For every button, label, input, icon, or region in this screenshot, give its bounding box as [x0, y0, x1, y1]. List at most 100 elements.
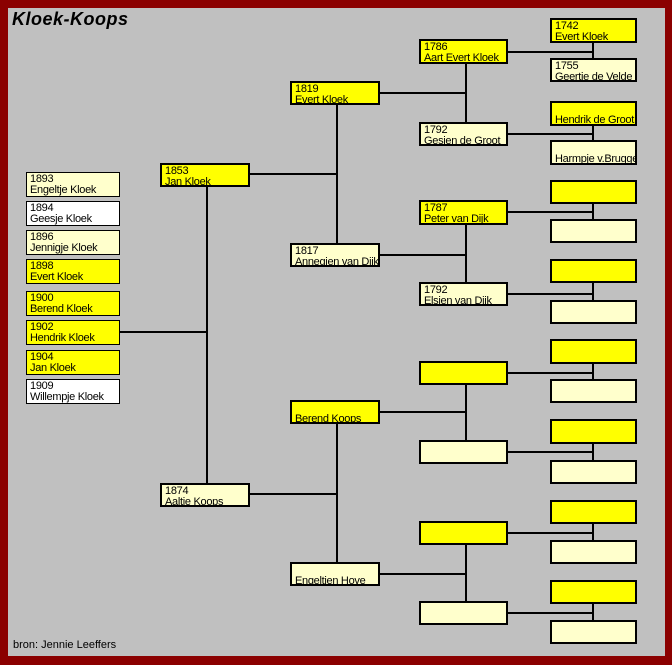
- connector-line-horizontal: [380, 411, 467, 413]
- person-birth-year: [555, 382, 635, 393]
- person-name: [555, 194, 635, 202]
- connector-line-vertical: [592, 283, 594, 300]
- person-birth-year: [555, 342, 635, 353]
- connector-line-horizontal: [508, 451, 594, 453]
- connector-line-horizontal: [250, 173, 338, 175]
- connector-line-horizontal: [380, 92, 467, 94]
- connector-line-vertical: [592, 443, 594, 460]
- person-name: [424, 454, 506, 462]
- person-name: Evert Kloek: [295, 94, 348, 105]
- connector-line-horizontal: [380, 254, 467, 256]
- person-name: [555, 514, 635, 522]
- person-name: Jan Kloek: [165, 176, 211, 187]
- person-name: Hendrik de Groot: [555, 114, 634, 126]
- person-name: Geertje de Velde: [555, 71, 633, 82]
- person-birth-year: 1755: [555, 60, 579, 72]
- empty-person-box-unknown-gen5-1[interactable]: [550, 180, 637, 204]
- person-birth-year: 1896: [30, 231, 54, 243]
- person-name: Engeltje Kloek: [30, 184, 97, 196]
- connector-line-vertical: [592, 204, 594, 219]
- person-name: Engeltjen Hove: [295, 575, 366, 586]
- connector-line-vertical: [592, 363, 594, 379]
- person-box-harmpje-v-bruggen[interactable]: Harmpje v.Bruggen: [550, 140, 637, 165]
- person-name: [555, 353, 635, 362]
- person-birth-year: [555, 222, 635, 233]
- empty-person-box-unknown-father-koops[interactable]: [419, 361, 508, 385]
- empty-person-box-unknown-gen5-10[interactable]: [550, 540, 637, 564]
- empty-person-box-unknown-gen5-5[interactable]: [550, 339, 637, 364]
- connector-line-horizontal: [508, 612, 594, 614]
- empty-person-box-unknown-mother-koops[interactable]: [419, 440, 508, 464]
- frame-border-top: [0, 0, 672, 8]
- empty-person-box-unknown-gen5-8[interactable]: [550, 460, 637, 484]
- person-birth-year: 1893: [30, 173, 54, 185]
- connector-line-horizontal: [120, 331, 208, 333]
- person-birth-year: 1874: [165, 485, 189, 497]
- empty-person-box-unknown-gen5-11[interactable]: [550, 580, 637, 604]
- person-birth-year: 1898: [30, 260, 54, 272]
- connector-line-horizontal: [508, 133, 594, 135]
- frame-border-left: [0, 0, 8, 665]
- connector-line-vertical: [592, 604, 594, 620]
- person-birth-year: 1909: [30, 380, 54, 392]
- connector-line-horizontal: [508, 372, 594, 374]
- person-name: [555, 474, 635, 482]
- empty-person-box-unknown-gen5-2[interactable]: [550, 219, 637, 243]
- person-birth-year: [555, 583, 635, 594]
- empty-person-box-unknown-gen5-12[interactable]: [550, 620, 637, 644]
- connector-line-vertical: [592, 43, 594, 58]
- person-name: [424, 375, 506, 383]
- person-name: [555, 554, 635, 562]
- person-birth-year: 1817: [295, 245, 319, 257]
- empty-person-box-unknown-gen5-6[interactable]: [550, 379, 637, 403]
- empty-person-box-unknown-father-hove[interactable]: [419, 521, 508, 545]
- person-box-hendrik-de-groot[interactable]: Hendrik de Groot: [550, 101, 637, 126]
- person-name: [555, 273, 635, 281]
- empty-person-box-unknown-gen5-3[interactable]: [550, 259, 637, 283]
- connector-line-vertical: [465, 225, 467, 282]
- person-birth-year: [555, 503, 635, 514]
- person-name: Jan Kloek: [30, 362, 76, 374]
- empty-person-box-unknown-gen5-4[interactable]: [550, 300, 637, 324]
- source-credit: bron: Jennie Leeffers: [13, 639, 117, 651]
- person-name: Geesje Kloek: [30, 213, 92, 225]
- empty-person-box-unknown-gen5-9[interactable]: [550, 500, 637, 524]
- person-name: [555, 233, 635, 241]
- person-box-engeltjen-hove[interactable]: Engeltjen Hove: [290, 562, 380, 586]
- person-name: Peter van Dijk: [424, 213, 489, 225]
- empty-person-box-unknown-gen5-7[interactable]: [550, 419, 637, 444]
- person-birth-year: 1902: [30, 321, 54, 333]
- person-birth-year: [424, 364, 506, 375]
- person-name: Evert Kloek: [555, 31, 608, 43]
- person-birth-year: 1900: [30, 292, 54, 304]
- person-name: Harmpje v.Bruggen: [555, 153, 637, 165]
- connector-line-vertical: [592, 524, 594, 540]
- person-name: Annegien van Dijk: [295, 256, 379, 267]
- person-name: Gesien de Groot: [424, 135, 501, 146]
- person-birth-year: [555, 303, 635, 314]
- person-name: Evert Kloek: [30, 271, 83, 283]
- person-birth-year: [555, 463, 635, 474]
- person-birth-year: [555, 183, 635, 194]
- person-birth-year: 1819: [295, 83, 319, 95]
- person-box-berend-koops[interactable]: Berend Koops: [290, 400, 380, 424]
- empty-person-box-unknown-mother-hove[interactable]: [419, 601, 508, 625]
